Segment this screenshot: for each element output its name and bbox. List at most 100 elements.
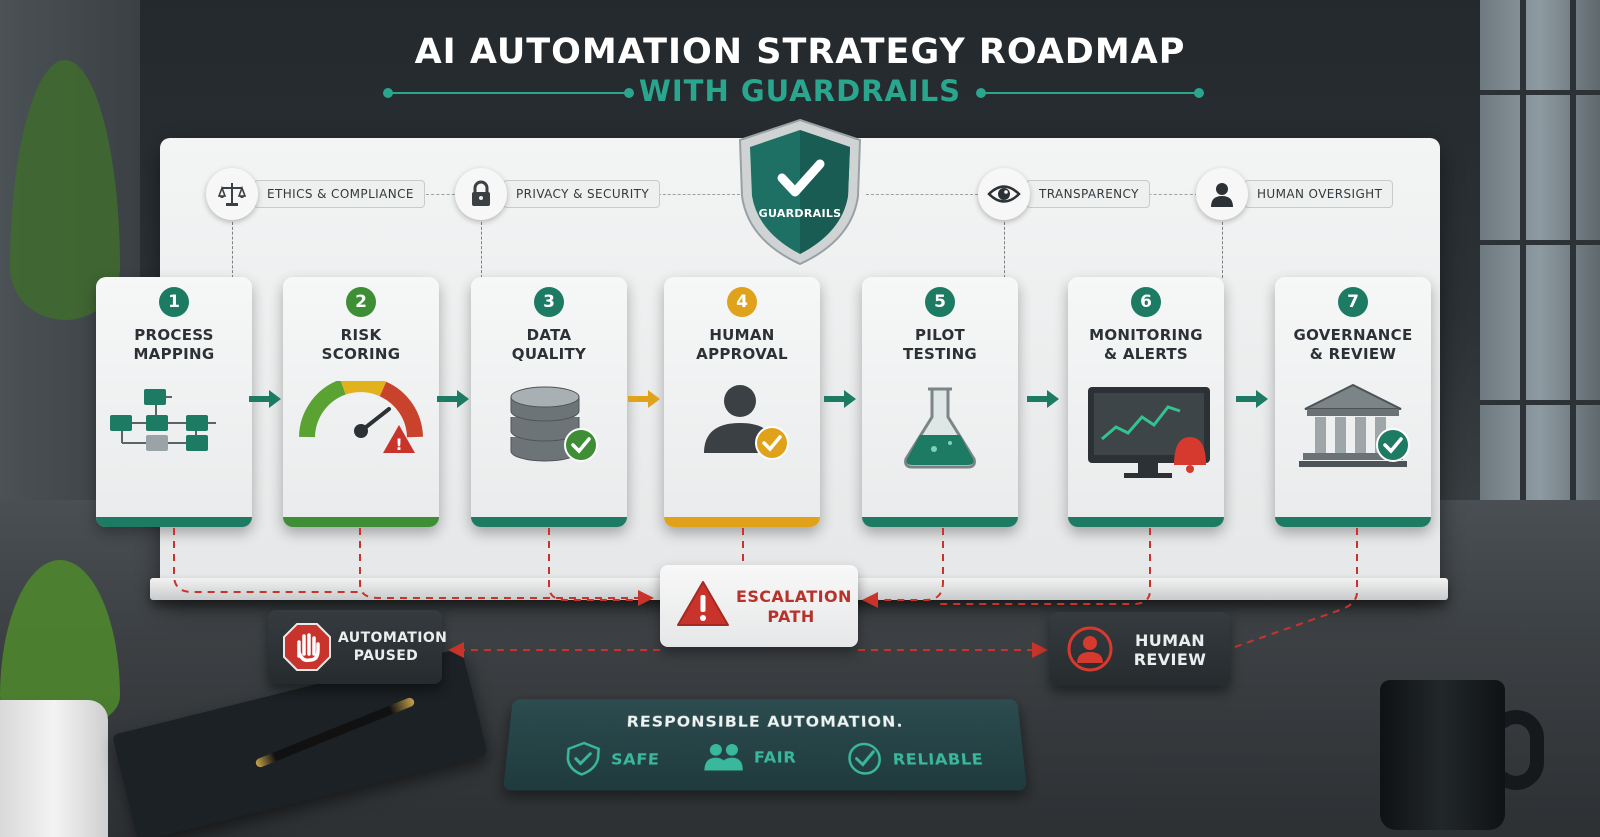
step-title: DATA QUALITY (471, 326, 627, 364)
step-title-line: & ALERTS (1103, 345, 1189, 363)
step-card-footer (664, 517, 820, 527)
step-title-line: & REVIEW (1309, 345, 1397, 363)
automation-paused-line: PAUSED (353, 648, 419, 664)
step-card-footer (1068, 517, 1224, 527)
monitor-bell-icon (1068, 381, 1224, 491)
step-card-footer (862, 517, 1018, 527)
coffee-mug (1380, 680, 1505, 830)
arrow-right-icon (1027, 390, 1059, 408)
step-card-7[interactable]: 7 GOVERNANCE & REVIEW (1275, 277, 1431, 527)
guardrail-connector (648, 194, 740, 195)
value-safe: SAFE (563, 741, 660, 776)
guardrail-privacy: PRIVACY & SECURITY (455, 168, 661, 220)
arrow-right-icon (437, 390, 469, 408)
step-card-4[interactable]: 4 HUMAN APPROVAL (664, 277, 820, 527)
step-number: 1 (159, 287, 189, 317)
step-title: HUMAN APPROVAL (664, 326, 820, 364)
step-card-footer (96, 517, 252, 527)
user-check-icon (664, 381, 820, 491)
step-title-line: GOVERNANCE (1293, 326, 1413, 344)
value-fair: FAIR (703, 741, 796, 772)
guardrail-drop-line (232, 222, 233, 278)
guardrail-label: PRIVACY & SECURITY (503, 180, 661, 208)
background-window (1480, 0, 1600, 520)
human-review-label: HUMAN REVIEW (1124, 631, 1216, 669)
step-card-3[interactable]: 3 DATA QUALITY (471, 277, 627, 527)
guardrail-drop-line (1222, 222, 1223, 278)
flask-icon (862, 381, 1018, 491)
step-card-footer (1275, 517, 1431, 527)
check-circle-icon (846, 741, 884, 776)
guardrails-shield: GUARDRAILS (732, 116, 868, 268)
step-card-6[interactable]: 6 MONITORING & ALERTS (1068, 277, 1224, 527)
step-title-line: QUALITY (511, 345, 587, 363)
value-label: SAFE (610, 749, 660, 769)
guardrail-connector (400, 194, 460, 195)
database-check-icon (471, 381, 627, 491)
step-number: 3 (534, 287, 564, 317)
step-title-line: DATA (526, 326, 572, 344)
page-title: AI AUTOMATION STRATEGY ROADMAP (414, 32, 1186, 72)
arrow-right-icon (824, 390, 856, 408)
responsible-automation-card: RESPONSIBLE AUTOMATION. SAFE FAIR RELIAB… (503, 699, 1027, 791)
guardrail-oversight: HUMAN OVERSIGHT (1196, 168, 1394, 220)
arrow-right-icon (1236, 390, 1268, 408)
step-title: PROCESS MAPPING (96, 326, 252, 364)
arrow-right-icon (628, 390, 660, 408)
flowchart-icon (96, 381, 252, 491)
value-label: FAIR (753, 747, 797, 767)
value-reliable: RELIABLE (846, 741, 985, 776)
step-title-line: APPROVAL (696, 345, 788, 363)
value-label: RELIABLE (892, 749, 985, 769)
guardrail-ethics: ETHICS & COMPLIANCE (206, 168, 425, 220)
step-title-line: SCORING (321, 345, 401, 363)
step-card-2[interactable]: 2 RISK SCORING ! (283, 277, 439, 527)
eye-icon (978, 168, 1030, 220)
step-card-5[interactable]: 5 PILOT TESTING (862, 277, 1018, 527)
guardrail-connector (866, 194, 978, 195)
step-title-line: PROCESS (134, 326, 214, 344)
step-number: 2 (346, 287, 376, 317)
step-title-line: HUMAN (709, 326, 775, 344)
human-review-line: HUMAN (1134, 631, 1206, 650)
step-number: 6 (1131, 287, 1161, 317)
people-icon (704, 744, 743, 771)
guardrail-label: ETHICS & COMPLIANCE (254, 180, 425, 208)
escalation-path-box[interactable]: ESCALATION PATH (660, 565, 858, 647)
human-review-box[interactable]: HUMAN REVIEW (1050, 612, 1230, 686)
arrow-right-icon (249, 390, 281, 408)
human-review-icon (1067, 626, 1113, 672)
gauge-warning-icon: ! (283, 376, 439, 491)
automation-paused-label: AUTOMATION PAUSED (338, 629, 448, 665)
subtitle-left-dot-inner (624, 88, 634, 98)
guardrail-label: HUMAN OVERSIGHT (1244, 180, 1394, 208)
step-number: 7 (1338, 287, 1368, 317)
lock-icon (455, 168, 507, 220)
automation-paused-line: AUTOMATION (338, 630, 448, 646)
shield-check-icon (563, 741, 602, 776)
step-number: 4 (727, 287, 757, 317)
subtitle-right-line (978, 92, 1200, 94)
step-title: PILOT TESTING (862, 326, 1018, 364)
guardrail-connector (1138, 194, 1198, 195)
step-title-line: TESTING (902, 345, 978, 363)
shield-icon (738, 118, 862, 266)
escalation-label-line: ESCALATION (736, 587, 852, 606)
step-title: GOVERNANCE & REVIEW (1275, 326, 1431, 364)
step-title-line: RISK (340, 326, 382, 344)
step-card-footer (283, 517, 439, 527)
guardrail-label: TRANSPARENCY (1026, 180, 1150, 208)
step-title-line: MONITORING (1089, 326, 1203, 344)
step-card-1[interactable]: 1 PROCESS MAPPING (96, 277, 252, 527)
person-icon (1196, 168, 1248, 220)
subtitle-left-dot (383, 88, 393, 98)
guardrail-transparency: TRANSPARENCY (978, 168, 1150, 220)
step-title-line: PILOT (914, 326, 966, 344)
plant-pot (0, 700, 108, 837)
automation-paused-box[interactable]: AUTOMATION PAUSED (268, 610, 448, 684)
escalation-label-line: PATH (767, 607, 815, 626)
shield-label: GUARDRAILS (758, 207, 842, 220)
step-title-line: MAPPING (133, 345, 215, 363)
subtitle-right-dot (1194, 88, 1204, 98)
svg-text:!: ! (395, 435, 402, 454)
